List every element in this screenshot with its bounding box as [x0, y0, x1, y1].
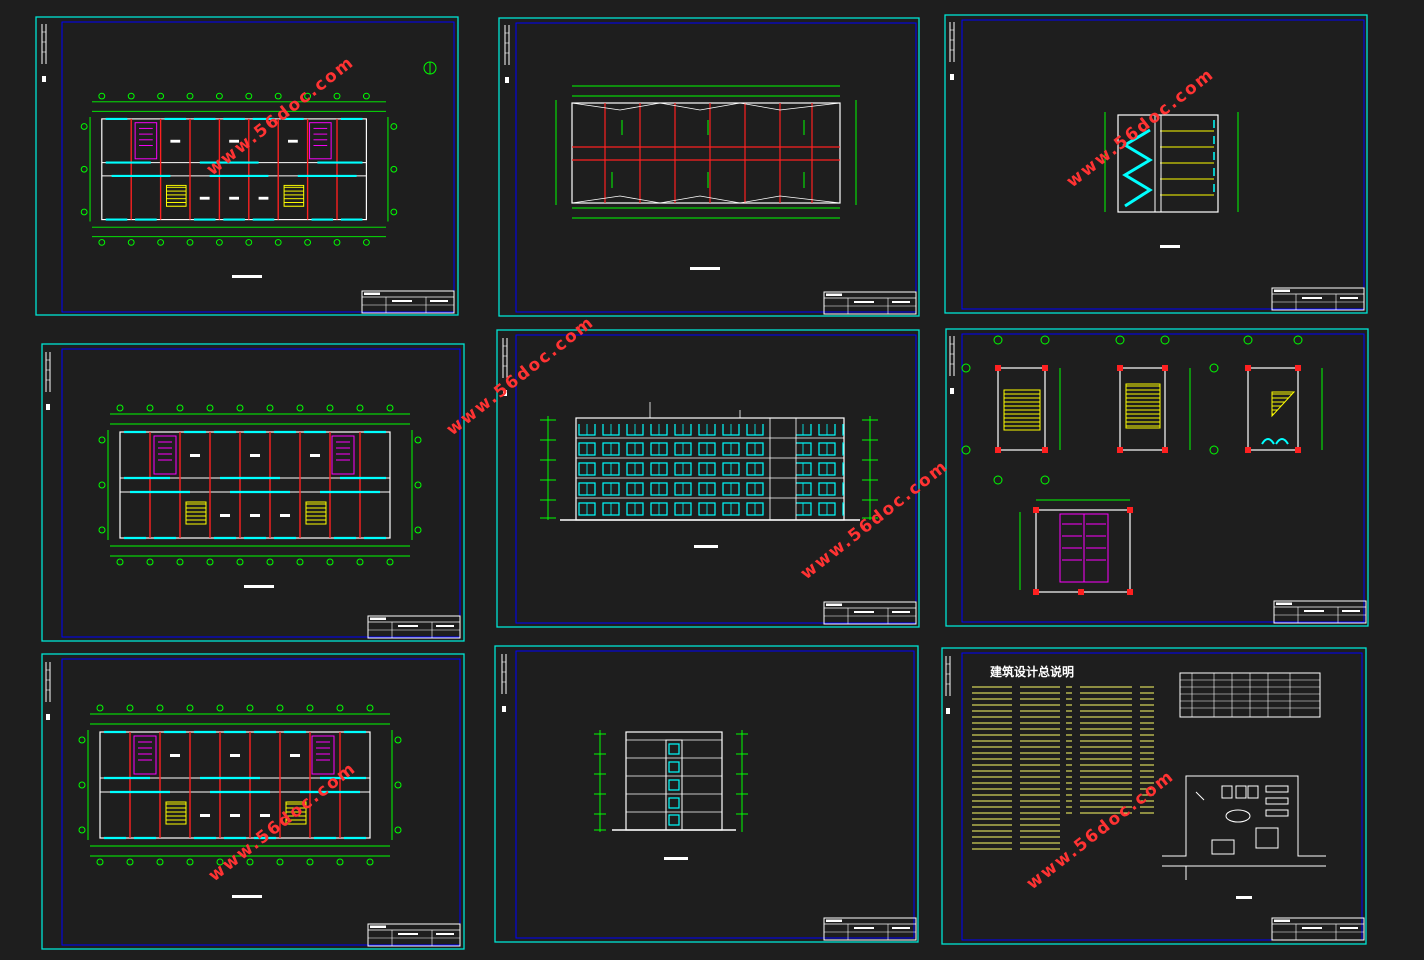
sheet-floor-plan-2 [41, 343, 465, 642]
sheet-roof-plan [498, 17, 920, 317]
sheet-stair-details [945, 328, 1369, 627]
sheet-floor-plan-1 [35, 16, 459, 316]
sheet-design-notes: 建筑设计总说明 [941, 647, 1367, 945]
watermark: www.56doc.com [203, 52, 359, 180]
sheet-floor-plan-3 [41, 653, 465, 950]
notes-title: 建筑设计总说明 [989, 664, 1074, 679]
watermark: www.56doc.com [1063, 64, 1219, 192]
sheet-front-elevation [496, 329, 920, 628]
watermark: www.56doc.com [443, 312, 599, 440]
sheet-section [944, 14, 1368, 314]
sheet-side-elevation [494, 645, 919, 943]
